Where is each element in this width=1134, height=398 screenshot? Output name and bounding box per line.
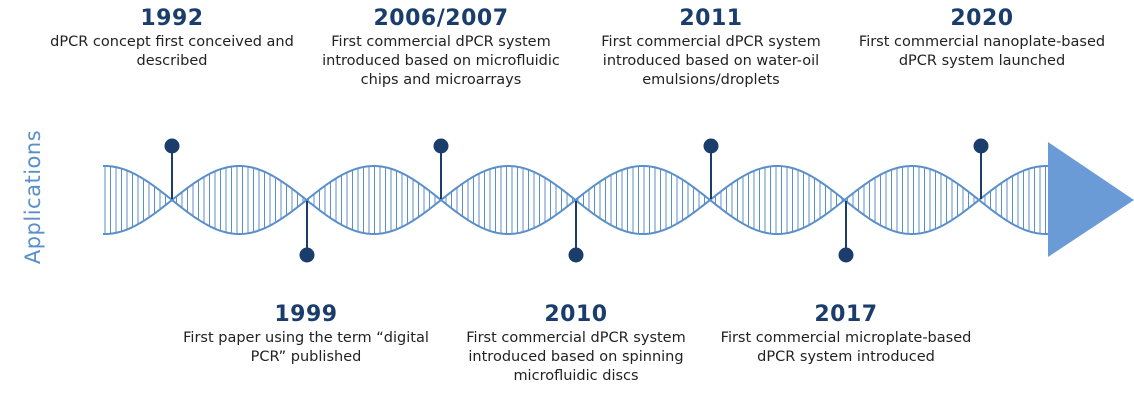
applications-label: Applications [21, 129, 45, 265]
helix-rungs [104, 166, 1046, 234]
event-description: First paper using the term “digital PCR”… [183, 330, 429, 365]
timeline-arrowhead [1048, 142, 1134, 257]
pin-marker-2020 [973, 138, 989, 154]
timeline-event-2006-2007: 2006/2007 First commercial dPCR system i… [311, 6, 571, 90]
event-year: 1992 [140, 6, 204, 31]
timeline-event-1992: 1992 dPCR concept first conceived and de… [42, 6, 302, 71]
event-year: 2020 [950, 6, 1014, 31]
timeline-event-1999: 1999 First paper using the term “digital… [176, 302, 436, 367]
pin-stem-2017 [845, 201, 847, 255]
event-description: dPCR concept first conceived and describ… [50, 34, 294, 69]
timeline-event-2020: 2020 First commercial nanoplate-based dP… [852, 6, 1112, 71]
pin-marker-1999 [299, 247, 315, 263]
pin-stem-1999 [306, 201, 308, 255]
event-description: First commercial microplate-based dPCR s… [720, 330, 972, 365]
timeline-event-2010: 2010 First commercial dPCR system introd… [446, 302, 706, 386]
event-year: 2010 [544, 302, 608, 327]
helix-strand-lower [102, 164, 1050, 236]
pin-marker-2006-2007 [433, 138, 449, 154]
pin-stem-2010 [575, 201, 577, 255]
pin-marker-2017 [838, 247, 854, 263]
event-year: 2006/2007 [373, 6, 509, 31]
event-year: 1999 [274, 302, 338, 327]
pin-marker-1992 [164, 138, 180, 154]
pin-marker-2011 [703, 138, 719, 154]
pin-stem-2011 [710, 146, 712, 199]
timeline-event-2011: 2011 First commercial dPCR system introd… [581, 6, 841, 90]
pin-stem-2020 [980, 146, 982, 199]
event-description: First commercial nanoplate-based dPCR sy… [858, 34, 1106, 69]
pin-stem-2006-2007 [440, 146, 442, 199]
pin-marker-2010 [568, 247, 584, 263]
event-description: First commercial dPCR system introduced … [322, 34, 560, 88]
pin-stem-1992 [171, 146, 173, 199]
event-year: 2017 [814, 302, 878, 327]
event-year: 2011 [679, 6, 743, 31]
event-description: First commercial dPCR system introduced … [466, 330, 686, 384]
timeline-event-2017: 2017 First commercial microplate-based d… [716, 302, 976, 367]
event-description: First commercial dPCR system introduced … [601, 34, 821, 88]
